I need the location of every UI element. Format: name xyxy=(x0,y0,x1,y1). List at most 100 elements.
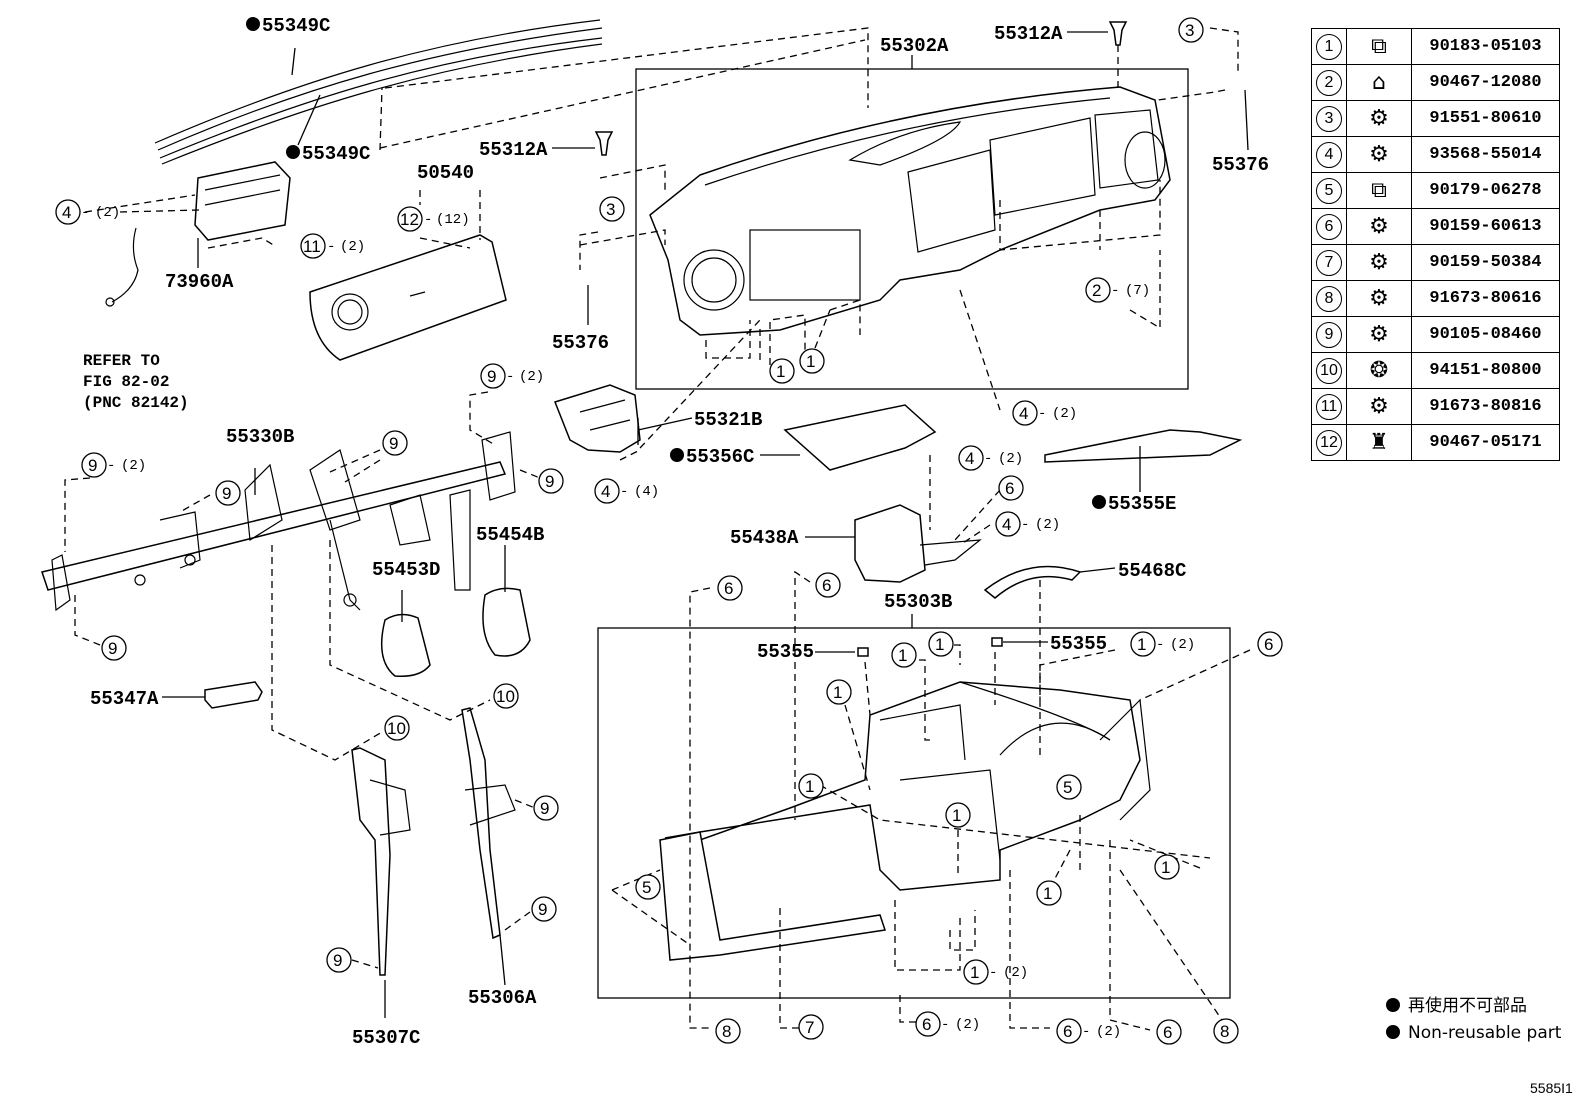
svg-text:-: - xyxy=(327,239,335,255)
non-reusable-dot xyxy=(246,17,260,31)
fastener-callout-8: 8 xyxy=(715,1018,741,1044)
parts-table-num-cell: 7 xyxy=(1311,244,1347,281)
reference-note-line1: REFER TO xyxy=(83,352,160,370)
svg-text:(12): (12) xyxy=(436,212,470,228)
svg-text:9: 9 xyxy=(222,484,231,503)
ring-cover xyxy=(983,565,1082,599)
fastener-number: 8 xyxy=(1316,285,1342,312)
fastener-callout-1: 1-(2) xyxy=(963,959,1028,985)
svg-text:(2): (2) xyxy=(998,451,1023,467)
svg-text:10: 10 xyxy=(387,719,406,738)
fastener-number: 7 xyxy=(1316,249,1342,276)
parts-table-num-cell: 3 xyxy=(1311,100,1347,137)
svg-text:5: 5 xyxy=(1063,778,1072,797)
fastener-callout-5: 5 xyxy=(635,874,661,900)
svg-text:(2): (2) xyxy=(95,205,120,221)
fastener-callout-3: 3 xyxy=(599,196,625,222)
fastener-callout-12: 12-(12) xyxy=(397,206,470,232)
fastener-callout-2: 2-(7) xyxy=(1085,277,1150,303)
duct-cover-55453D xyxy=(380,613,431,678)
fastener-callout-9: 9 xyxy=(215,480,241,506)
instrument-panel-reinforcement xyxy=(41,431,516,612)
svg-text:9: 9 xyxy=(487,367,496,386)
label-55468C: 55468C xyxy=(1118,560,1186,582)
parts-table-row: 5⧉90179-06278 xyxy=(1311,172,1560,209)
fastener-number: 11 xyxy=(1316,393,1342,420)
parts-table-num-cell: 6 xyxy=(1311,208,1347,245)
label-55355-b: 55355 xyxy=(1050,633,1107,655)
part-number: 90183-05103 xyxy=(1411,28,1560,65)
leader-lines xyxy=(64,27,1251,1031)
label-55330B: 55330B xyxy=(226,426,294,448)
svg-text:(2): (2) xyxy=(519,369,544,385)
svg-text:6: 6 xyxy=(922,1015,931,1034)
fastener-number: 2 xyxy=(1316,69,1342,96)
svg-text:1: 1 xyxy=(806,352,815,371)
svg-text:1: 1 xyxy=(935,635,944,654)
parts-table-icon-cell: ⚙ xyxy=(1346,280,1412,317)
svg-text:(2): (2) xyxy=(1052,406,1077,422)
label-55347A: 55347A xyxy=(90,688,159,710)
label-55356C: 55356C xyxy=(686,446,754,468)
svg-text:1: 1 xyxy=(1043,884,1052,903)
label-55302A: 55302A xyxy=(880,35,949,57)
svg-text:1: 1 xyxy=(898,646,907,665)
parts-table-row: 11⚙91673-80816 xyxy=(1311,388,1560,425)
svg-text:12: 12 xyxy=(400,210,419,229)
legend-row-jp: 再使用不可部品 xyxy=(1386,993,1561,1020)
silencer-pad xyxy=(783,404,937,471)
fastener-number: 9 xyxy=(1316,321,1342,348)
insulator-strip xyxy=(1044,429,1243,463)
svg-text:5: 5 xyxy=(642,878,651,897)
airbag-assy-curtain xyxy=(105,161,291,307)
bolt-icon: ⚙ xyxy=(1369,322,1389,347)
fastener-callout-1: 1 xyxy=(945,802,971,828)
svg-text:6: 6 xyxy=(822,576,831,595)
fastener-callout-6: 6 xyxy=(1156,1019,1182,1045)
fastener-callout-1: 1 xyxy=(1036,880,1062,906)
fastener-callout-4: 4-(2) xyxy=(55,199,120,225)
fastener-callout-3: 3 xyxy=(1178,17,1204,43)
fastener-callout-11: 11-(2) xyxy=(300,233,365,259)
fastener-callout-6: 6-(2) xyxy=(915,1011,980,1037)
svg-text:1: 1 xyxy=(970,963,979,982)
clip-nut-icon: ⧉ xyxy=(1371,178,1387,203)
svg-text:7: 7 xyxy=(805,1018,814,1037)
svg-text:6: 6 xyxy=(1063,1022,1072,1041)
reference-note-line3: (PNC 82142) xyxy=(83,394,189,412)
svg-text:9: 9 xyxy=(333,951,342,970)
svg-text:9: 9 xyxy=(108,639,117,658)
non-reusable-dot xyxy=(286,145,300,159)
svg-text:-: - xyxy=(1082,1024,1090,1040)
fastener-callout-9: 9 xyxy=(531,896,557,922)
screw-icon: ⚙ xyxy=(1369,394,1389,419)
screw-icon: ⚙ xyxy=(1369,286,1389,311)
part-number: 90467-05171 xyxy=(1411,424,1560,461)
svg-text:(2): (2) xyxy=(1003,965,1028,981)
parts-table-row: 2⌂90467-12080 xyxy=(1311,64,1560,101)
parts-table-num-cell: 2 xyxy=(1311,64,1347,101)
screw-icon: ⚙ xyxy=(1369,250,1389,275)
bolt-icon: ⚙ xyxy=(1369,106,1389,131)
part-number: 91673-80616 xyxy=(1411,280,1560,317)
parts-table-icon-cell: ❂ xyxy=(1346,352,1412,389)
fastener-number: 12 xyxy=(1316,429,1342,456)
label-55312A-a: 55312A xyxy=(994,23,1063,45)
fastener-callout-6: 6-(2) xyxy=(1056,1018,1121,1044)
non-reusable-dot xyxy=(670,448,684,462)
svg-text:9: 9 xyxy=(389,434,398,453)
svg-text:-: - xyxy=(1038,406,1046,422)
parts-table-num-cell: 11 xyxy=(1311,388,1347,425)
parts-table-num-cell: 4 xyxy=(1311,136,1347,173)
svg-text:(4): (4) xyxy=(634,484,659,500)
svg-text:-: - xyxy=(506,369,514,385)
parts-table-row: 9⚙90105-08460 xyxy=(1311,316,1560,353)
svg-text:4: 4 xyxy=(1019,404,1028,423)
nut-icon: ❂ xyxy=(1369,358,1389,383)
svg-text:(2): (2) xyxy=(340,239,365,255)
duct-cover-55454B xyxy=(482,587,531,657)
svg-text:-: - xyxy=(620,484,628,500)
fastener-callout-9: 9-(2) xyxy=(81,452,146,478)
svg-text:1: 1 xyxy=(833,683,842,702)
fastener-callout-6: 6 xyxy=(998,475,1024,501)
